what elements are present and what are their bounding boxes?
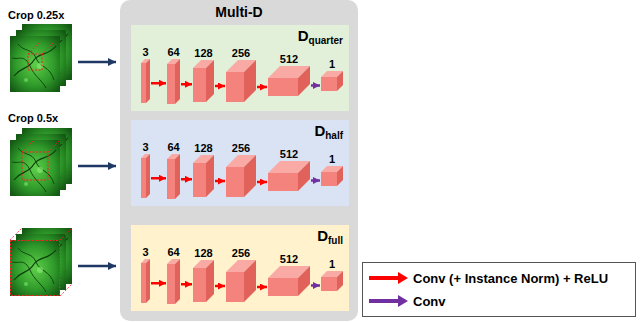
crop-label-holder: Crop 0.5x [8, 108, 58, 126]
feature-block: 512 [268, 53, 310, 96]
discriminator-panel: Dquarter 3 64 128 256 512 1 [131, 25, 349, 111]
feature-block: 64 [166, 141, 181, 199]
discriminator-name: D [314, 122, 325, 139]
channel-count: 64 [166, 246, 181, 259]
channel-count: 3 [141, 246, 150, 259]
block-shape [167, 59, 180, 104]
discriminator-name: D [298, 27, 309, 44]
block-shape [167, 154, 180, 199]
block-shape [268, 161, 310, 191]
feature-block: 128 [193, 142, 214, 197]
panel-title: Multi-D [120, 0, 358, 20]
discriminator-panel: Dhalf 3 64 128 256 512 1 [131, 120, 349, 206]
block-shape [141, 154, 150, 198]
legend-row: Conv [413, 292, 446, 310]
channel-count: 128 [193, 142, 214, 155]
outer-panel: Multi-DDquarter3641282565121Dhalf3641282… [120, 0, 358, 321]
block-shape [268, 266, 310, 296]
feature-block: 512 [268, 148, 310, 191]
channel-count: 128 [193, 47, 214, 60]
block-shape [193, 60, 214, 102]
channel-count: 64 [166, 141, 181, 154]
channel-count: 64 [166, 46, 181, 59]
feature-block: 1 [321, 153, 343, 186]
legend-row: Conv (+ Instance Norm) + ReLU [413, 269, 608, 287]
block-shape [193, 155, 214, 197]
feature-block: 64 [166, 246, 181, 304]
block-shape [226, 155, 256, 197]
block-shape [321, 71, 343, 91]
channel-count: 256 [226, 47, 256, 60]
channel-count: 3 [141, 46, 150, 59]
feature-block: 3 [141, 246, 150, 303]
discriminator-label: Dhalf [314, 122, 343, 141]
legend-text: Conv (+ Instance Norm) + ReLU [413, 271, 608, 286]
channel-count: 512 [268, 148, 310, 161]
discriminator-label: Dquarter [298, 27, 343, 46]
crop-label: Crop 0.25x [8, 9, 64, 21]
block-shape [141, 59, 150, 103]
feature-block: 128 [193, 47, 214, 102]
channel-count: 512 [268, 53, 310, 66]
discriminator-subscript: half [325, 130, 343, 141]
feature-block: 256 [226, 247, 256, 302]
block-shape [167, 259, 180, 304]
crop-label-holder: Crop 0.25x [8, 5, 64, 23]
discriminator-panel: Dfull 3 64 128 256 512 1 [131, 225, 349, 311]
block-shape [193, 260, 214, 302]
block-shape [268, 66, 310, 96]
channel-count: 256 [226, 142, 256, 155]
feature-block: 1 [321, 58, 343, 91]
block-shape [226, 260, 256, 302]
feature-block: 256 [226, 142, 256, 197]
block-shape [321, 166, 343, 186]
feature-block: 1 [321, 258, 343, 291]
channel-count: 1 [321, 258, 343, 271]
discriminator-subscript: full [328, 235, 343, 246]
discriminator-subscript: quarter [309, 35, 343, 46]
block-shape [141, 259, 150, 303]
channel-count: 256 [226, 247, 256, 260]
channel-count: 1 [321, 153, 343, 166]
block-shape [226, 60, 256, 102]
channel-count: 128 [193, 247, 214, 260]
feature-block: 64 [166, 46, 181, 104]
feature-block: 3 [141, 46, 150, 103]
channel-count: 3 [141, 141, 150, 154]
feature-block: 512 [268, 253, 310, 296]
feature-block: 256 [226, 47, 256, 102]
channel-count: 1 [321, 58, 343, 71]
discriminator-label: Dfull [317, 227, 343, 246]
feature-block: 3 [141, 141, 150, 198]
legend-text: Conv [413, 294, 446, 309]
channel-count: 512 [268, 253, 310, 266]
feature-block: 128 [193, 247, 214, 302]
crop-label: Crop 0.5x [8, 112, 58, 124]
discriminator-name: D [317, 227, 328, 244]
block-shape [321, 271, 343, 291]
